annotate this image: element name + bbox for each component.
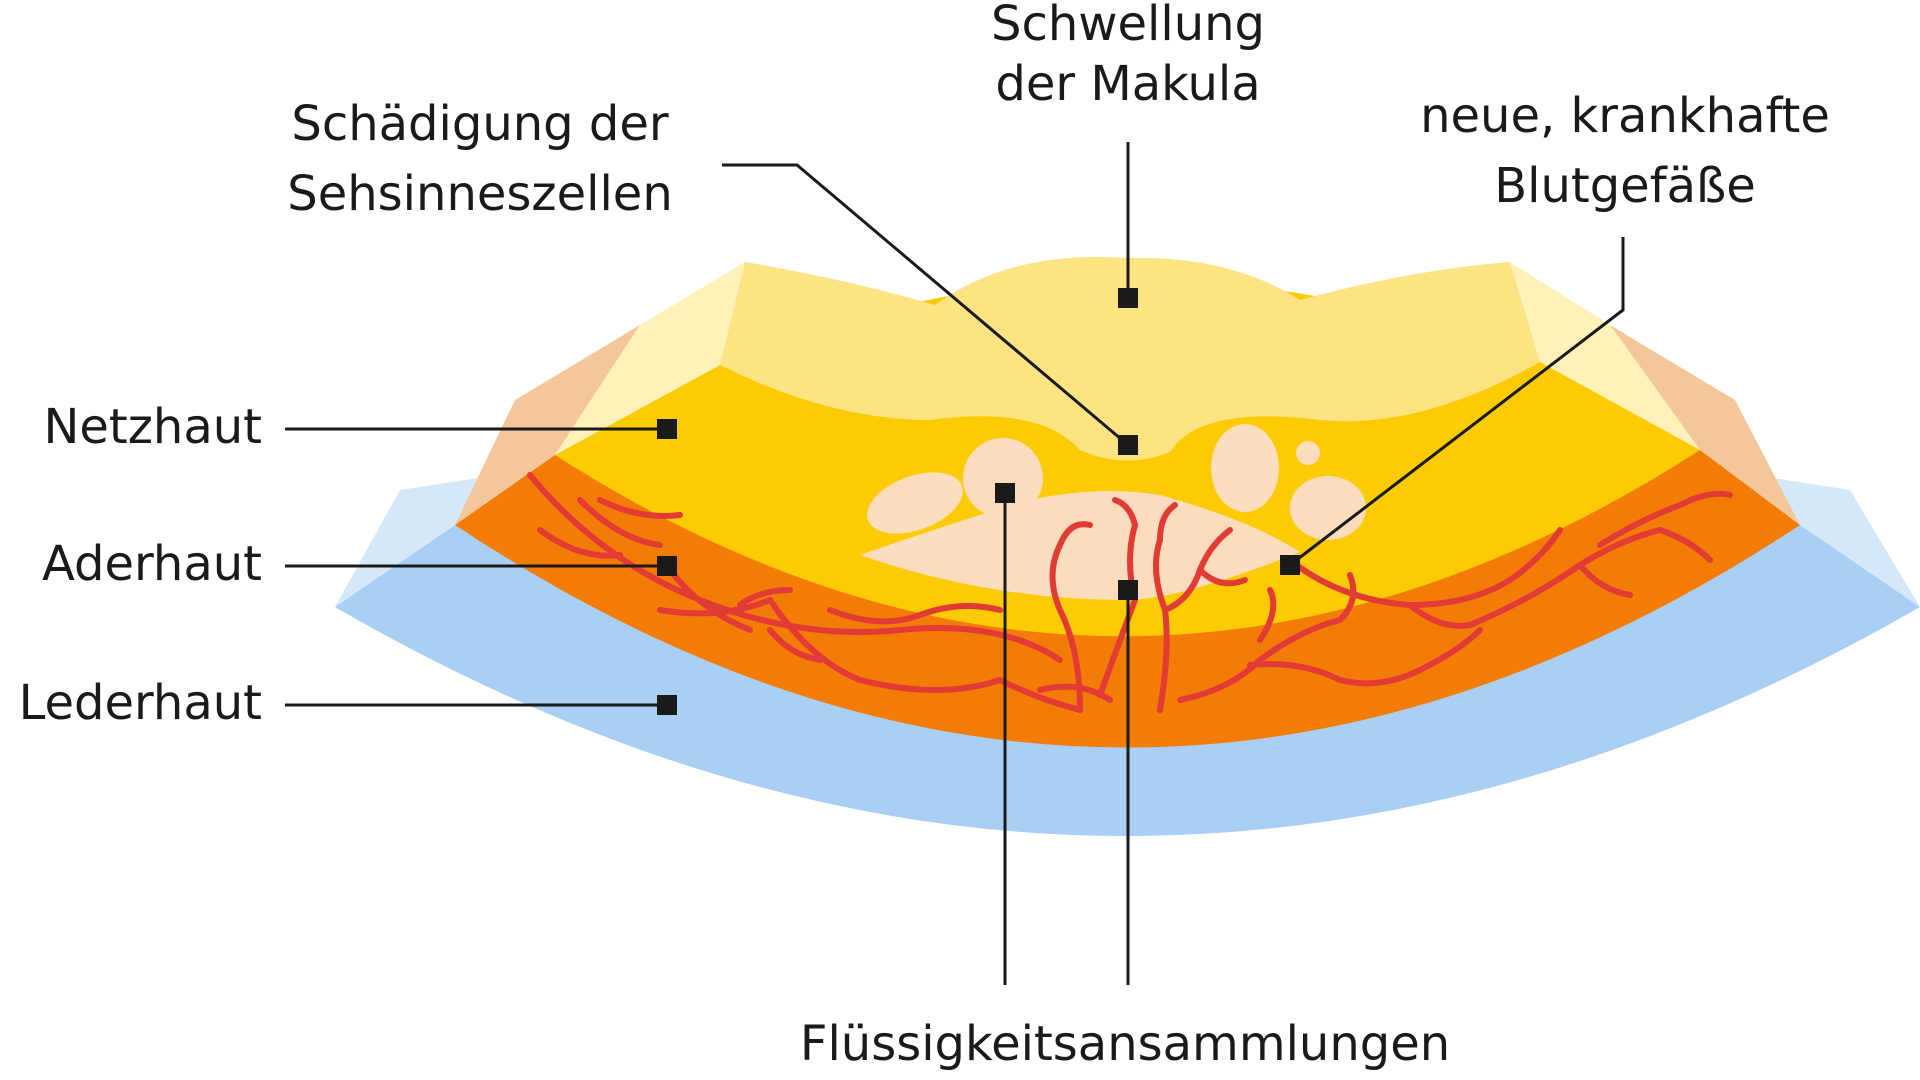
vessel — [857, 677, 1083, 713]
marker-netzhaut — [657, 419, 677, 439]
label-netzhaut: Netzhaut — [43, 399, 262, 455]
vessel — [1157, 502, 1178, 543]
marker-aderhaut — [657, 556, 677, 576]
vessel — [1177, 617, 1343, 703]
marker-fluid-pocket — [995, 483, 1015, 503]
vessel — [657, 597, 773, 617]
markers — [657, 288, 1300, 715]
label-schaedigung-line1: Schädigung der — [291, 96, 669, 152]
fluid-pocket — [1211, 424, 1279, 512]
leader-lines — [285, 142, 1625, 985]
vessel — [1657, 527, 1713, 563]
vessel — [1049, 542, 1083, 713]
vessel — [767, 627, 823, 663]
fluid-pocket — [867, 472, 963, 534]
fluid-pocket — [1290, 476, 1366, 540]
choroid-side-right — [1610, 325, 1800, 525]
marker-blutgefaesse — [1280, 555, 1300, 575]
vessel — [1112, 497, 1138, 528]
fluid-central-mound — [860, 491, 1300, 600]
fluid-pocket — [1296, 441, 1320, 465]
retina-side-left — [555, 262, 745, 455]
retina-swelling-top — [720, 256, 1540, 461]
vessel — [1057, 521, 1093, 548]
label-schaedigung: Schädigung der Sehsinneszellen — [260, 100, 700, 240]
vessel — [1407, 602, 1473, 629]
vessel — [1577, 562, 1633, 598]
leader-line-schaedigung — [722, 163, 1129, 447]
label-aderhaut: Aderhaut — [42, 536, 262, 592]
vessel — [1507, 527, 1563, 583]
vessel — [1247, 661, 1423, 687]
fluid-pocket — [963, 438, 1043, 518]
marker-lederhaut — [657, 695, 677, 715]
vessel — [577, 497, 663, 548]
choroid-side-left — [455, 325, 640, 525]
label-schwellung-line1: Schwellung — [990, 0, 1266, 52]
vessel — [917, 603, 1003, 618]
vessel — [597, 497, 683, 519]
marker-fluid-central — [1118, 580, 1138, 600]
label-fluessigkeit: Flüssigkeitsansammlungen — [799, 1016, 1451, 1072]
marker-schwellung — [1118, 288, 1138, 308]
blood-vessels — [527, 472, 1733, 713]
label-schwellung-line2: der Makula — [995, 56, 1261, 112]
vessel — [537, 527, 623, 559]
fluid-pockets — [860, 424, 1366, 600]
vessel — [1417, 627, 1483, 673]
label-blutgefaesse-line2: Blutgefäße — [1494, 158, 1756, 214]
vessel — [767, 597, 863, 683]
fluid-pocket — [950, 523, 970, 543]
leader-line-blutgefaesse — [1289, 237, 1625, 567]
label-blutgefaesse-line1: neue, krankhafte — [1420, 88, 1830, 144]
vessel — [1257, 587, 1277, 643]
label-blutgefaesse: neue, krankhafte Blutgefäße — [1385, 92, 1865, 232]
label-schwellung: Schwellung der Makula — [948, 0, 1308, 120]
vessel — [1097, 522, 1138, 698]
vessel — [1337, 572, 1357, 623]
vessel — [737, 587, 793, 608]
vessel — [827, 607, 923, 625]
vessel — [1197, 567, 1248, 587]
vessel — [1597, 490, 1733, 548]
retina-side-right — [1510, 262, 1700, 450]
marker-schaedigung — [1118, 435, 1138, 455]
vessel — [667, 567, 753, 633]
label-schaedigung-line2: Sehsinneszellen — [287, 166, 673, 222]
label-lederhaut: Lederhaut — [18, 675, 262, 731]
